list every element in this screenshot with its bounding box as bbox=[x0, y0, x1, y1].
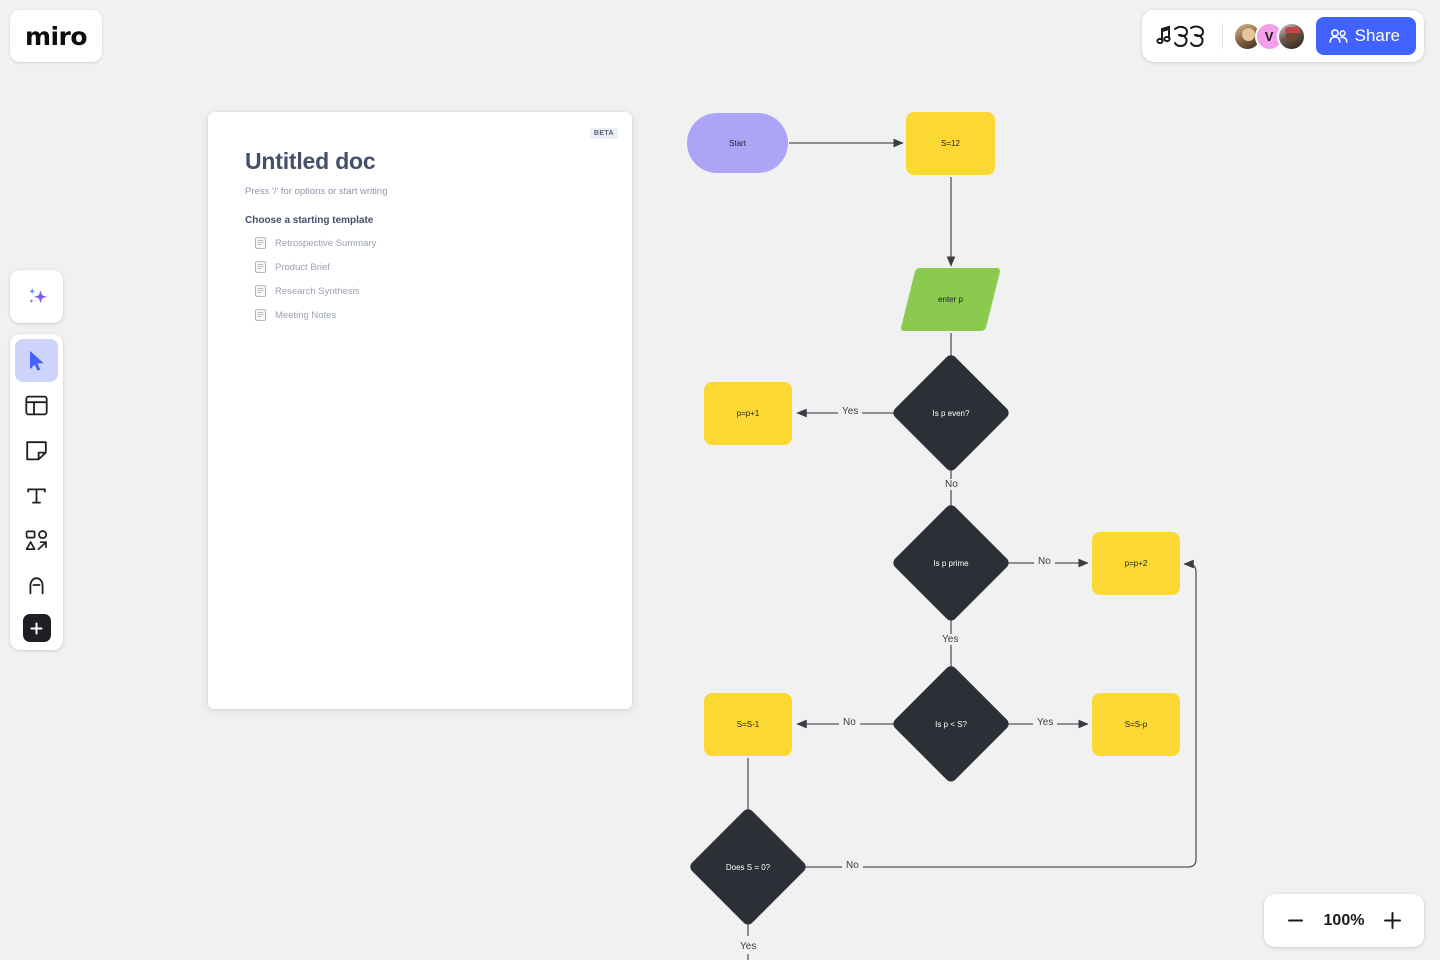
flow-node-is-p-prime[interactable]: Is p prime bbox=[890, 502, 1012, 624]
edge-label-is-p-even-yes: Yes bbox=[838, 406, 863, 417]
tool-select-cursor[interactable] bbox=[15, 339, 58, 382]
document-card[interactable]: BETA Untitled doc Press '/' for options … bbox=[208, 112, 632, 709]
miro-logo[interactable]: miro bbox=[10, 10, 102, 62]
document-icon bbox=[255, 309, 266, 321]
flow-node-label: Start bbox=[729, 138, 746, 148]
zoom-in-button[interactable] bbox=[1377, 906, 1407, 936]
flow-node-label: Is p even? bbox=[932, 408, 970, 418]
beta-badge: BETA bbox=[589, 128, 618, 139]
document-icon bbox=[255, 285, 266, 297]
tool-more-apps[interactable] bbox=[22, 614, 51, 642]
flow-node-label: Does S = 0? bbox=[725, 862, 771, 872]
document-icon bbox=[255, 261, 266, 273]
zoom-out-button[interactable] bbox=[1281, 906, 1311, 936]
template-item-label: Meeting Notes bbox=[275, 309, 337, 321]
flow-node-label: Is p < S? bbox=[935, 719, 967, 729]
template-list: Retrospective Summary Product Brief bbox=[245, 237, 598, 321]
sticky-note-icon bbox=[26, 441, 47, 461]
template-item-product-brief[interactable]: Product Brief bbox=[255, 261, 598, 273]
plus-icon bbox=[30, 622, 43, 634]
template-item-research-synthesis[interactable]: Research Synthesis bbox=[255, 285, 598, 297]
text-icon bbox=[27, 488, 46, 504]
template-item-label: Retrospective Summary bbox=[275, 237, 377, 249]
tool-sticky-note[interactable] bbox=[15, 429, 58, 472]
flow-node-label: enter p bbox=[938, 295, 963, 304]
sparkles-icon bbox=[28, 287, 47, 303]
doc-title[interactable]: Untitled doc bbox=[245, 148, 376, 174]
minus-icon bbox=[1288, 919, 1303, 922]
music-notes-icon[interactable] bbox=[1156, 22, 1212, 50]
document-icon bbox=[255, 237, 266, 249]
template-item-retrospective-summary[interactable]: Retrospective Summary bbox=[255, 237, 598, 249]
plus-icon bbox=[1383, 912, 1401, 929]
left-toolbar bbox=[10, 334, 63, 650]
miro-logo-text: miro bbox=[24, 21, 88, 51]
shapes-connector-icon bbox=[25, 530, 47, 551]
edge-label-is-p-prime-yes: Yes bbox=[938, 634, 963, 645]
avatar[interactable] bbox=[1276, 21, 1306, 51]
flow-node-label: S=S-p bbox=[1124, 720, 1148, 729]
cursor-icon bbox=[29, 350, 44, 371]
flow-node-is-p-even[interactable]: Is p even? bbox=[890, 352, 1012, 474]
tool-shapes-connector[interactable] bbox=[15, 519, 58, 562]
tool-pen[interactable] bbox=[15, 564, 58, 607]
edge-label-does-s-zero-yes: Yes bbox=[736, 941, 761, 952]
flow-node-start[interactable]: Start bbox=[687, 113, 788, 173]
zoom-level: 100% bbox=[1323, 911, 1365, 929]
flow-node-is-p-less-than-s[interactable]: Is p < S? bbox=[890, 663, 1012, 785]
template-item-meeting-notes[interactable]: Meeting Notes bbox=[255, 309, 598, 321]
doc-hint: Press '/' for options or start writing bbox=[245, 186, 388, 197]
template-layout-icon bbox=[25, 395, 48, 416]
flow-node-s-minus-p[interactable]: S=S-p bbox=[1092, 693, 1180, 756]
flow-node-label: p=p+2 bbox=[1124, 559, 1148, 568]
template-item-label: Product Brief bbox=[275, 261, 330, 273]
edge-label-is-p-less-s-no: No bbox=[839, 717, 860, 728]
edge-label-does-s-zero-no: No bbox=[842, 860, 863, 871]
share-button[interactable]: Share bbox=[1315, 17, 1416, 55]
flow-node-label: S=12 bbox=[941, 139, 960, 148]
flow-node-p-plus-1[interactable]: p=p+1 bbox=[704, 382, 792, 445]
flow-node-label: S=S-1 bbox=[736, 720, 760, 729]
template-item-label: Research Synthesis bbox=[275, 285, 360, 297]
flow-node-s-minus-1[interactable]: S=S-1 bbox=[704, 693, 792, 756]
tool-text[interactable] bbox=[15, 474, 58, 517]
doc-section-title: Choose a starting template bbox=[245, 215, 374, 226]
toolbar-divider bbox=[1221, 23, 1223, 49]
people-icon bbox=[1329, 29, 1348, 43]
flow-node-label: p=p+1 bbox=[736, 409, 760, 418]
flow-node-does-s-equal-zero[interactable]: Does S = 0? bbox=[687, 806, 809, 928]
collaborator-avatars: V bbox=[1232, 21, 1306, 51]
tool-templates[interactable] bbox=[15, 384, 58, 427]
edge-label-is-p-prime-no: No bbox=[1034, 556, 1055, 567]
pen-icon bbox=[29, 577, 44, 595]
flow-node-enter-p[interactable]: enter p bbox=[900, 268, 1001, 331]
zoom-control: 100% bbox=[1264, 894, 1424, 947]
flow-node-p-plus-2[interactable]: p=p+2 bbox=[1092, 532, 1180, 595]
flow-node-s12[interactable]: S=12 bbox=[906, 112, 995, 175]
share-button-label: Share bbox=[1354, 26, 1400, 45]
edge-label-is-p-even-no: No bbox=[941, 479, 962, 490]
edge-label-is-p-less-s-yes: Yes bbox=[1033, 717, 1058, 728]
top-right-bar: V Share bbox=[1141, 10, 1424, 62]
flow-node-label: Is p prime bbox=[933, 558, 969, 568]
ai-tool-button[interactable] bbox=[10, 270, 63, 323]
